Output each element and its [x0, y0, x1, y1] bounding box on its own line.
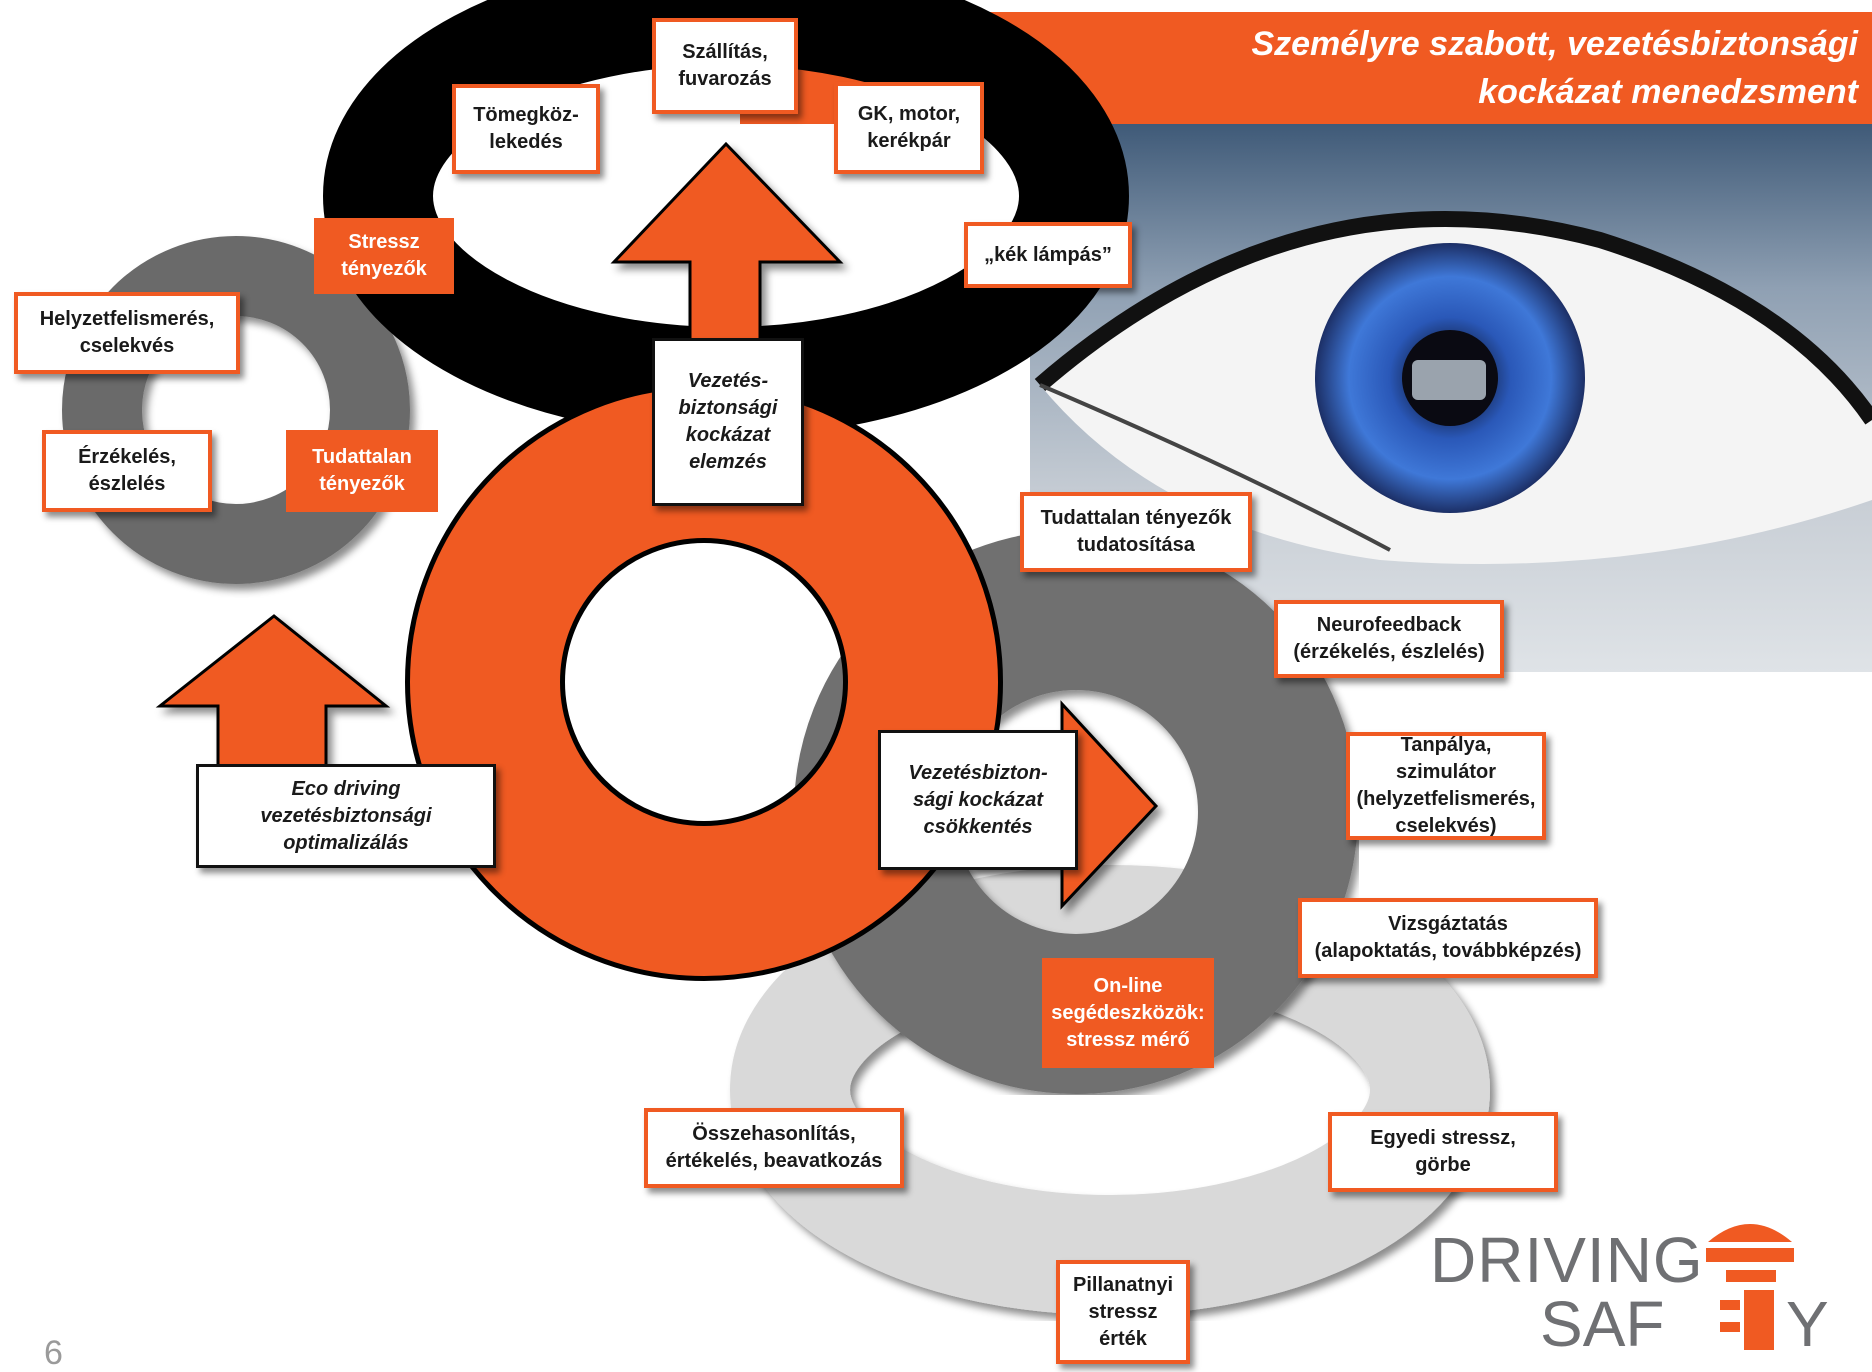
node-tomegkozlekedes: Tömegköz- lekedés — [452, 84, 600, 174]
page-number: 6 — [44, 1334, 63, 1372]
ring-gray-left — [62, 236, 410, 584]
logo-text-y: Y — [1786, 1288, 1829, 1360]
ring-orange-fill — [410, 388, 998, 976]
node-tudatositas: Tudattalan tényezők tudatosítása — [1020, 492, 1252, 572]
node-tanpalya: Tanpálya, szimulátor (helyzetfelismerés,… — [1346, 732, 1546, 840]
eye-photo — [1030, 124, 1872, 672]
node-risk-analysis: Vezetés- biztonsági kockázat elemzés — [652, 338, 804, 506]
node-tudattalan-tenyezok: Tudattalan tényezők — [286, 430, 438, 512]
node-stressz-tenyezok: Stressz tényezők — [314, 218, 454, 294]
node-online-stressz: On-line segédeszközök: stressz mérő — [1042, 958, 1214, 1068]
node-pillanatnyi: Pillanatnyi stressz érték — [1056, 1260, 1190, 1364]
node-helyzetfelismeres: Helyzetfelismerés, cselekvés — [14, 292, 240, 374]
node-gk-motor: GK, motor, kerékpár — [834, 82, 984, 174]
logo-text-saf: SAF — [1540, 1288, 1665, 1360]
node-kek-lampas: „kék lámpás” — [964, 222, 1132, 288]
node-egyedi-stressz: Egyedi stressz, görbe — [1328, 1112, 1558, 1192]
node-neurofeedback: Neurofeedback (érzékelés, észlelés) — [1274, 600, 1504, 678]
node-erzekeles: Érzékelés, észlelés — [42, 430, 212, 512]
page-title: Személyre szabott, vezetésbiztonsági koc… — [1251, 25, 1858, 111]
node-osszehasonlitas: Összehasonlítás, értékelés, beavatkozás — [644, 1108, 904, 1188]
node-vizsgaztatas: Vizsgáztatás (alapoktatás, továbbképzés) — [1298, 898, 1598, 978]
ring-light-gray — [730, 865, 1490, 1315]
logo-mark — [1706, 1224, 1794, 1350]
node-szallitas: Szállítás, fuvarozás — [652, 18, 798, 114]
node-eco-driving: Eco driving vezetésbiztonsági optimalizá… — [196, 764, 496, 868]
node-risk-reduction: Vezetésbizton- sági kockázat csökkentés — [878, 730, 1078, 870]
logo-text-driving: DRIVING — [1430, 1224, 1704, 1296]
